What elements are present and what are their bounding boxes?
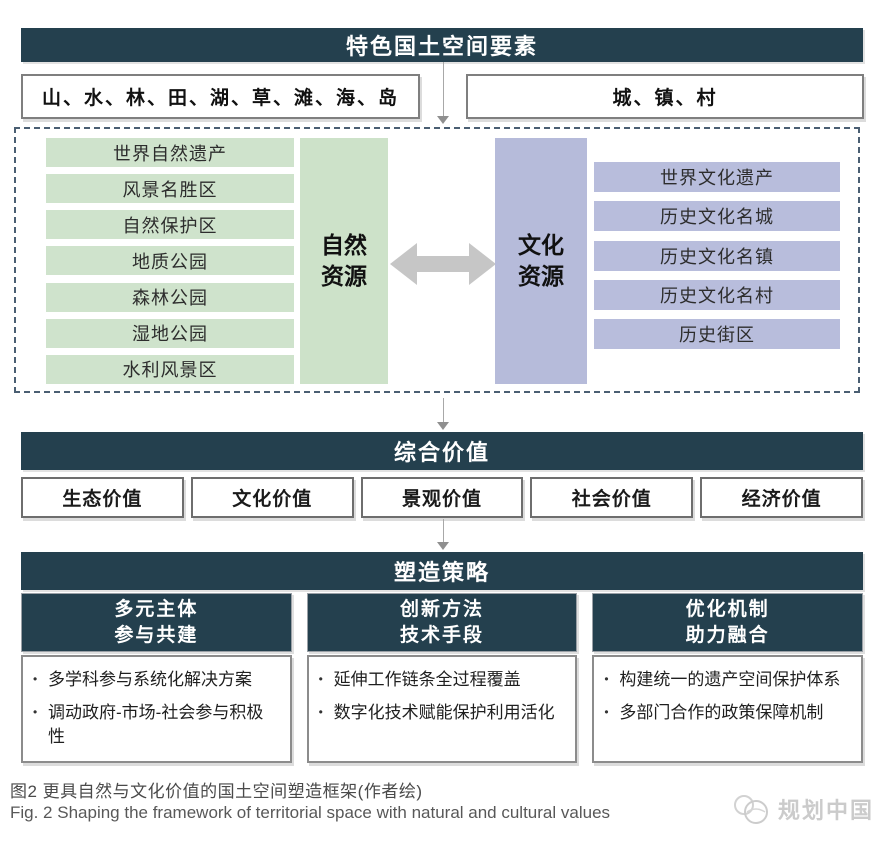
cultural-item: 历史文化名城 [594,201,840,232]
flow-arrow-line-1 [443,62,444,117]
value-box-landscape: 景观价值 [360,477,524,518]
strategies-title-bar: 塑造策略 [21,552,863,590]
values-title-bar: 综合价值 [21,432,863,470]
cultural-item: 历史文化名镇 [594,240,840,271]
cultural-resources-label: 文化资源 [518,231,564,289]
natural-item: 自然保护区 [46,210,294,240]
cultural-resources-box: 文化资源 [495,138,587,384]
flow-arrow-line-3 [443,519,444,543]
logo-text: 规划中国 [777,798,874,823]
bullet-text: 多部门合作的政策保障机制 [619,702,824,722]
strategy-header-line: 技术手段 [400,624,485,646]
strategy-header-line: 多元主体 [114,598,199,620]
top-title-bar: 特色国土空间要素 [21,28,863,62]
natural-item: 水利风景区 [46,354,294,384]
strategy-column-innovation: 创新方法 技术手段 • 延伸工作链条全过程覆盖 • 数字化技术赋能保护利用活化 [306,593,578,763]
strategy-body: • 延伸工作链条全过程覆盖 • 数字化技术赋能保护利用活化 [306,655,578,763]
bullet-icon: • [318,672,323,686]
exchange-arrow-icon [390,243,496,285]
bullet-text: 延伸工作链条全过程覆盖 [333,670,521,689]
bullet-icon: • [318,704,323,719]
bullet-item: • 多学科参与系统化解决方案 [33,668,272,693]
strategy-body: • 多学科参与系统化解决方案 • 调动政府-市场-社会参与积极性 [21,655,292,763]
natural-item: 森林公园 [46,282,294,312]
value-box-economic: 经济价值 [700,477,863,518]
natural-elements-box: 山、水、林、田、湖、草、滩、海、岛 [21,74,420,119]
bullet-item: • 调动政府-市场-社会参与积极性 [33,701,272,750]
natural-item: 风景名胜区 [46,174,294,204]
built-elements-box: 城、镇、村 [466,74,864,119]
bullet-item: • 延伸工作链条全过程覆盖 [319,668,558,693]
strategy-column-participation: 多元主体 参与共建 • 多学科参与系统化解决方案 • 调动政府-市场-社会参与积… [21,593,292,763]
bullet-text: 调动政府-市场-社会参与积极性 [48,702,264,747]
bullet-icon: • [33,704,38,719]
strategy-header: 多元主体 参与共建 [21,593,292,652]
value-box-ecological: 生态价值 [21,477,184,518]
cultural-items-column: 世界文化遗产 历史文化名城 历史文化名镇 历史文化名村 历史街区 [594,162,840,349]
flow-arrow-line-2 [443,398,444,423]
natural-resources-box: 自然资源 [300,138,388,384]
natural-item: 地质公园 [46,246,294,276]
cultural-item: 世界文化遗产 [594,162,840,192]
bullet-icon: • [604,704,609,719]
bullet-icon: • [604,672,609,686]
strategies-row: 多元主体 参与共建 • 多学科参与系统化解决方案 • 调动政府-市场-社会参与积… [21,593,864,763]
bullet-text: 数字化技术赋能保护利用活化 [333,702,555,722]
caption-zh: 图2 更具自然与文化价值的国土空间塑造框架(作者绘) [10,782,423,801]
strategy-header-line: 创新方法 [400,598,485,620]
flow-arrow-head-1 [437,116,449,124]
caption-en: Fig. 2 Shaping the framework of territor… [10,803,611,822]
strategy-header-line: 优化机制 [685,598,770,620]
bullet-item: • 构建统一的遗产空间保护体系 [604,668,843,693]
value-box-cultural: 文化价值 [190,477,354,518]
bullet-item: • 多部门合作的政策保障机制 [604,701,843,726]
bullet-icon: • [33,672,38,686]
planning-china-logo-icon [733,795,768,824]
strategy-header-line: 助力融合 [685,624,770,646]
planning-china-logo: 规划中国 [731,792,874,826]
values-row: 生态价值 文化价值 景观价值 社会价值 经济价值 [21,477,863,518]
flow-arrow-head-3 [437,542,449,550]
cultural-item: 历史街区 [594,319,840,349]
bullet-text: 多学科参与系统化解决方案 [48,670,252,689]
strategy-header: 创新方法 技术手段 [306,593,578,652]
strategy-header-line: 参与共建 [114,624,199,646]
flow-arrow-head-2 [437,422,449,430]
strategy-column-mechanism: 优化机制 助力融合 • 构建统一的遗产空间保护体系 • 多部门合作的政策保障机制 [592,593,864,763]
bullet-item: • 数字化技术赋能保护利用活化 [319,701,558,726]
value-box-social: 社会价值 [530,477,694,518]
natural-item: 世界自然遗产 [46,138,294,167]
strategy-body: • 构建统一的遗产空间保护体系 • 多部门合作的政策保障机制 [592,655,864,763]
cultural-item: 历史文化名村 [594,279,840,310]
natural-resources-label: 自然资源 [321,231,367,289]
bullet-text: 构建统一的遗产空间保护体系 [619,670,841,689]
resources-dashed-panel: 世界自然遗产 风景名胜区 自然保护区 地质公园 森林公园 湿地公园 水利风景区 … [14,127,860,393]
strategy-header: 优化机制 助力融合 [592,593,864,652]
natural-item: 湿地公园 [46,318,294,348]
natural-items-column: 世界自然遗产 风景名胜区 自然保护区 地质公园 森林公园 湿地公园 水利风景区 [46,138,294,384]
